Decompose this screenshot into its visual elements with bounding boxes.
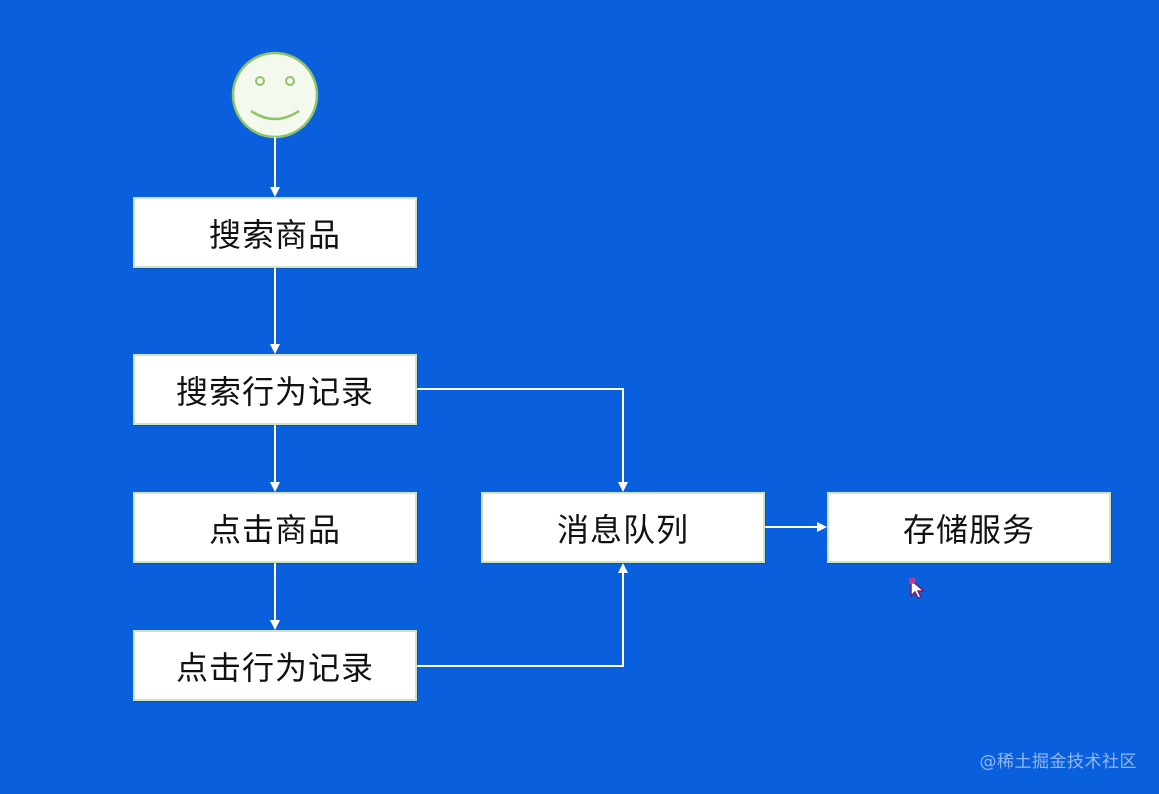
node-click-product: 点击商品 bbox=[133, 492, 417, 563]
node-message-queue-label: 消息队列 bbox=[556, 510, 689, 549]
mouse-cursor-icon bbox=[909, 578, 927, 599]
smiley-face-icon bbox=[231, 51, 319, 139]
arrow-click-log-to-message-queue bbox=[417, 563, 628, 667]
node-message-queue: 消息队列 bbox=[481, 492, 765, 563]
node-click-log: 点击行为记录 bbox=[133, 630, 417, 701]
node-click-log-label: 点击行为记录 bbox=[175, 648, 374, 687]
arrow-search-log-to-message-queue bbox=[417, 388, 628, 492]
node-search-product-label: 搜索商品 bbox=[208, 215, 341, 254]
node-search-product: 搜索商品 bbox=[133, 197, 417, 268]
node-click-product-label: 点击商品 bbox=[208, 510, 341, 549]
watermark: @稀土掘金技术社区 bbox=[979, 752, 1137, 772]
node-search-log-label: 搜索行为记录 bbox=[175, 372, 374, 411]
node-search-log: 搜索行为记录 bbox=[133, 354, 417, 425]
node-storage-service: 存储服务 bbox=[827, 492, 1111, 563]
node-storage-service-label: 存储服务 bbox=[902, 510, 1035, 549]
